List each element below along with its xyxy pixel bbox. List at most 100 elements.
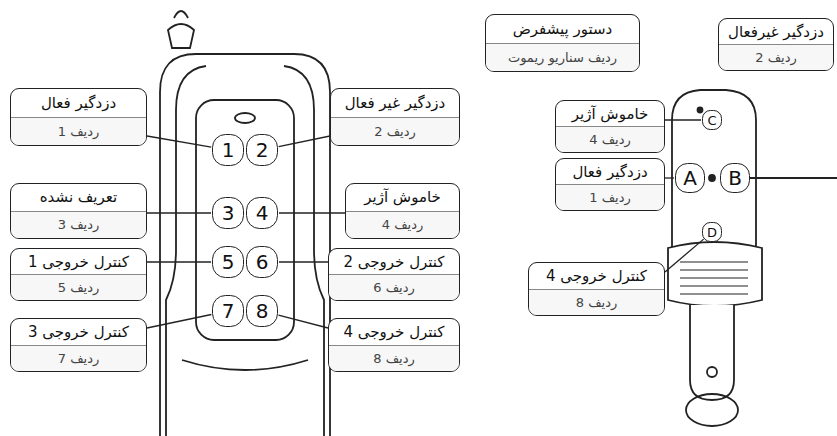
command-name: کنترل خروجی 3 [28,323,129,341]
row-number: ردیف 2 [374,124,416,139]
row-number: ردیف 5 [58,280,100,295]
command-name: دستور پیشفرض [513,20,613,38]
antenna-cap [168,24,194,48]
button-label: 3 [222,201,235,225]
center-dot [709,175,715,181]
callout-box: دستور پیشفرضردیف سناریو ریموت [485,14,640,72]
callout-box: خاموش آژیر ردیف 4 [345,183,460,239]
leader-line [750,177,837,179]
button-label: A [683,166,697,190]
callout-box: تعریف نشده ردیف 3 [10,183,147,239]
callout-row: ردیف 6 [329,274,459,300]
callout-row: دزدگیر فعال [556,159,664,184]
callout-box: کنترل خروجی 4 ردیف 8 [528,262,665,316]
button-label: D [707,225,717,240]
row-number: ردیف 8 [576,295,618,310]
callout-box: کنترل خروجی 2 ردیف 6 [328,248,460,301]
row-number: ردیف 7 [58,351,100,366]
leader-line [665,239,704,272]
leader-line [665,177,674,178]
command-name: خاموش آژیر [364,188,441,206]
command-name: دزدگیر فعال [572,163,647,181]
button-panel [196,100,294,340]
button-label: 2 [256,138,269,162]
callout-row: دزدگیر غیر فعال [331,89,459,117]
callout-box: دزدگیر فعال ردیف 1 [555,158,665,211]
callout-row: دزدگیر فعال [11,89,146,117]
row-number: ردیف 1 [58,124,100,139]
callout-box: دزدگیر غیرفعال ردیف 2 [718,18,834,71]
key-ring [686,394,738,426]
callout-box: خاموش آژیر ردیف 4 [555,100,665,153]
remote-button: 8 [246,295,278,327]
callout-row: ردیف 4 [556,126,664,152]
callout-row: ردیف 1 [556,184,664,210]
remote-button: 5 [212,246,244,278]
button-label: B [728,166,742,190]
callout-row: تعریف نشده [11,184,146,211]
row-number: ردیف 2 [755,50,797,65]
button-label: 7 [222,299,235,323]
command-name: کنترل خروجی 4 [546,267,647,285]
body-line [182,360,308,370]
callout-row: ردیف 1 [11,117,146,146]
key-tab [690,305,734,400]
command-name: خاموش آژیر [572,105,649,123]
callout-box: دزدگیر فعال ردیف 1 [10,88,147,146]
left-remote [160,11,330,436]
remote-body [160,54,330,436]
row-number: ردیف 4 [382,217,424,232]
remote-button: 4 [246,197,278,229]
command-name: دزدگیر غیر فعال [345,94,446,112]
button-label: 8 [256,299,269,323]
remote-button: 6 [246,246,278,278]
leader-dot [698,108,703,113]
button-label: 4 [256,201,269,225]
leader-line [147,261,211,262]
callout-row: ردیف 3 [11,211,146,239]
speaker-band [668,242,762,306]
command-name: کنترل خروجی 2 [343,253,444,271]
leader-line [665,119,701,120]
led [235,113,255,123]
leader-line [279,136,330,147]
remote-button: B [720,163,750,193]
callout-row: کنترل خروجی 4 [529,263,664,289]
row-number: ردیف 8 [373,351,415,366]
callout-row: ردیف 4 [346,211,459,239]
right-remote [668,90,837,426]
leader-line [278,315,328,328]
leader-line [147,314,211,328]
leader-line [279,212,345,213]
command-name: دزدگیر غیرفعال [728,23,824,41]
leader-line [147,136,211,147]
remote-button: 1 [212,134,244,166]
callout-row: ردیف 7 [11,345,146,372]
remote-button: C [702,110,722,130]
row-number: ردیف 6 [373,280,415,295]
row-number: ردیف 1 [589,190,631,205]
callout-row: دستور پیشفرض [486,15,639,43]
remote-button: 2 [246,134,278,166]
command-name: تعریف نشده [40,188,117,206]
remote-button: 7 [212,295,244,327]
callout-row: کنترل خروجی 1 [11,249,146,274]
remote-button: A [675,163,705,193]
callout-box: کنترل خروجی 1 ردیف 5 [10,248,147,301]
callout-box: دزدگیر غیر فعال ردیف 2 [330,88,460,146]
button-label: 5 [222,250,235,274]
button-label: C [707,113,716,128]
callout-row: کنترل خروجی 2 [329,249,459,274]
callout-row: ردیف 2 [331,117,459,146]
callout-row: ردیف 5 [11,274,146,300]
leader-line [147,212,211,213]
callout-row: کنترل خروجی 4 [329,319,459,345]
callout-row: خاموش آژیر [346,184,459,211]
button-label: 6 [256,250,269,274]
remote-button: 3 [212,197,244,229]
callout-row: ردیف 2 [719,44,833,70]
callout-row: دزدگیر غیرفعال [719,19,833,44]
callout-row: ردیف 8 [529,289,664,316]
speaker-grille [680,262,748,294]
